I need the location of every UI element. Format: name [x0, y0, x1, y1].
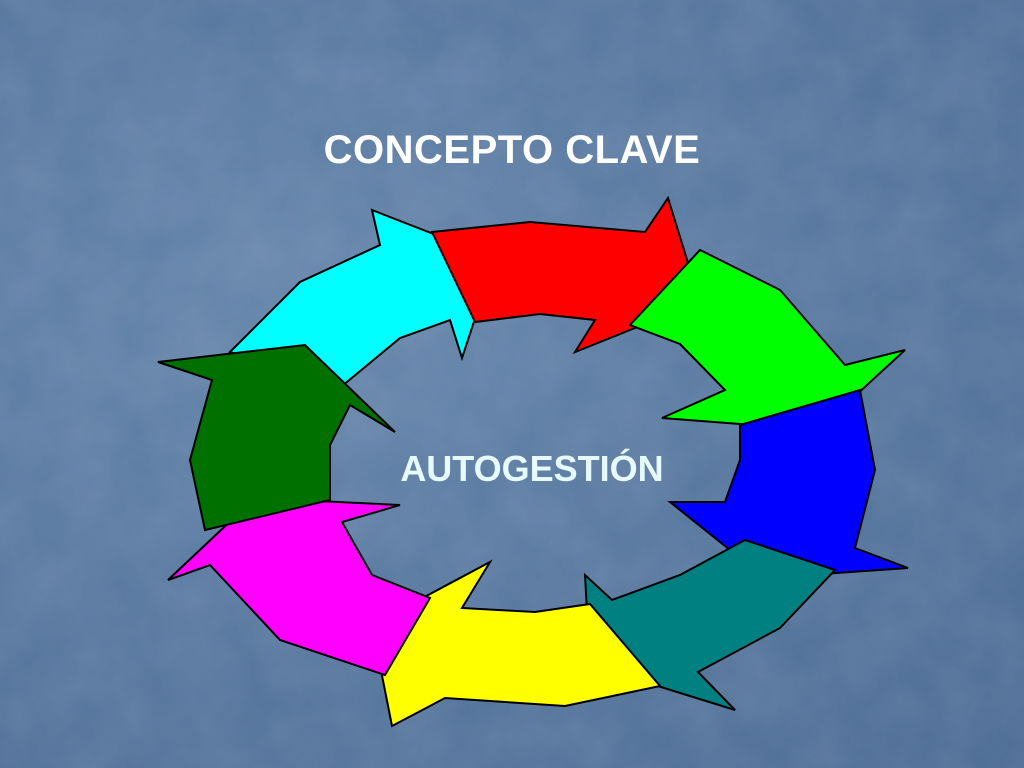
cycle-arrow-dark-green	[157, 343, 396, 532]
cycle-arrow-yellow	[370, 559, 662, 728]
slide-title: CONCEPTO CLAVE	[323, 128, 701, 172]
cycle-arrow-blue	[667, 388, 909, 580]
center-label: AUTOGESTIÓN	[400, 448, 664, 489]
